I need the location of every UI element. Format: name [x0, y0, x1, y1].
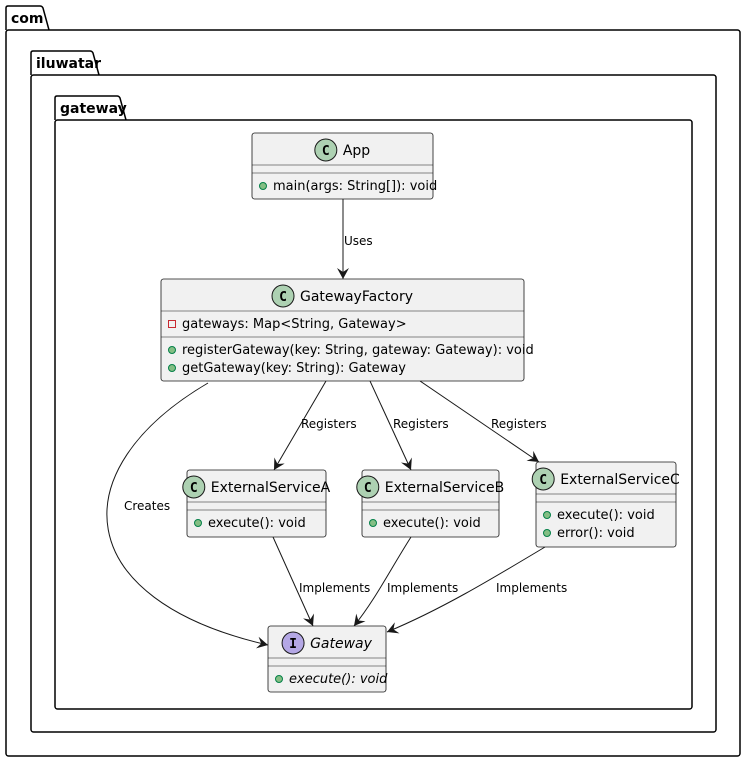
edge-factory-creates-gateway[interactable]	[106, 382, 269, 649]
class-name: ExternalServiceA	[211, 480, 331, 496]
svg-text:C: C	[539, 473, 547, 488]
class-box	[361, 469, 500, 538]
edge-label-creates: Creates	[124, 499, 170, 513]
public-visibility-icon	[168, 364, 176, 372]
class-stereotype-icon: C	[356, 475, 380, 499]
public-visibility-icon	[259, 182, 267, 190]
package-gateway[interactable]: gateway	[54, 95, 693, 710]
method-row[interactable]: execute(): void	[194, 516, 306, 531]
edge-factory-registers-c[interactable]	[419, 380, 540, 463]
class-box	[535, 461, 677, 548]
interface-stereotype-icon: I	[281, 631, 305, 655]
method-text: registerGateway(key: String, gateway: Ga…	[182, 343, 534, 358]
edge-label-implements-a: Implements	[299, 581, 370, 595]
method-text: getGateway(key: String): Gateway	[182, 361, 406, 376]
method-row[interactable]: error(): void	[543, 526, 635, 541]
edge-factory-registers-a[interactable]	[273, 380, 327, 471]
method-row[interactable]: execute(): void	[369, 516, 481, 531]
class-name: ExternalServiceC	[560, 472, 680, 488]
method-row[interactable]: main(args: String[]): void	[259, 179, 438, 194]
field-row[interactable]: gateways: Map<String, Gateway>	[168, 317, 407, 332]
package-com[interactable]: com	[5, 5, 741, 757]
package-label-gateway: gateway	[60, 101, 127, 117]
class-name: ExternalServiceB	[385, 480, 504, 496]
class-name: Gateway	[310, 636, 373, 652]
public-visibility-icon	[369, 519, 377, 527]
public-visibility-icon	[168, 346, 176, 354]
method-text: error(): void	[557, 526, 635, 541]
class-stereotype-icon: C	[271, 284, 295, 308]
public-visibility-icon	[543, 529, 551, 537]
package-iluwatar[interactable]: iluwatar	[30, 50, 717, 733]
method-row[interactable]: registerGateway(key: String, gateway: Ga…	[168, 343, 534, 358]
method-text: execute(): void	[289, 672, 388, 687]
class-name: App	[343, 143, 370, 159]
method-row[interactable]: execute(): void	[275, 672, 389, 687]
method-row[interactable]: getGateway(key: String): Gateway	[168, 361, 407, 376]
edge-c-implements-gateway[interactable]	[386, 546, 546, 634]
svg-text:C: C	[364, 481, 372, 496]
package-label-iluwatar: iluwatar	[36, 56, 101, 72]
edge-label-registers-a: Registers	[301, 417, 357, 431]
svg-text:C: C	[322, 144, 330, 159]
public-visibility-icon	[275, 675, 283, 683]
svg-text:C: C	[190, 481, 198, 496]
class-box	[251, 132, 434, 200]
class-stereotype-icon: C	[531, 467, 555, 491]
method-text: execute(): void	[208, 516, 306, 531]
edges: Uses Registers Registers Registers Creat…	[106, 199, 567, 649]
svg-text:I: I	[289, 637, 297, 652]
class-stereotype-icon: C	[182, 475, 206, 499]
method-text: execute(): void	[383, 516, 481, 531]
public-visibility-icon	[194, 519, 202, 527]
public-visibility-icon	[543, 511, 551, 519]
method-row[interactable]: execute(): void	[543, 508, 655, 523]
class-box	[186, 469, 327, 538]
method-text: execute(): void	[557, 508, 655, 523]
edge-factory-registers-b[interactable]	[369, 380, 412, 471]
edge-label-registers-c: Registers	[491, 417, 547, 431]
edge-b-implements-gateway[interactable]	[353, 536, 412, 627]
field-text: gateways: Map<String, Gateway>	[182, 317, 407, 332]
edge-label-registers-b: Registers	[393, 417, 449, 431]
method-text: main(args: String[]): void	[273, 179, 437, 194]
class-box	[160, 278, 525, 382]
edge-label-implements-b: Implements	[387, 581, 458, 595]
edge-a-implements-gateway[interactable]	[272, 536, 314, 627]
class-stereotype-icon: C	[314, 138, 338, 162]
class-name: GatewayFactory	[300, 289, 413, 305]
edge-label-uses: Uses	[344, 234, 373, 248]
svg-text:C: C	[279, 290, 287, 305]
edge-label-implements-c: Implements	[496, 581, 567, 595]
private-visibility-icon	[168, 320, 176, 328]
package-label-com: com	[11, 11, 44, 27]
